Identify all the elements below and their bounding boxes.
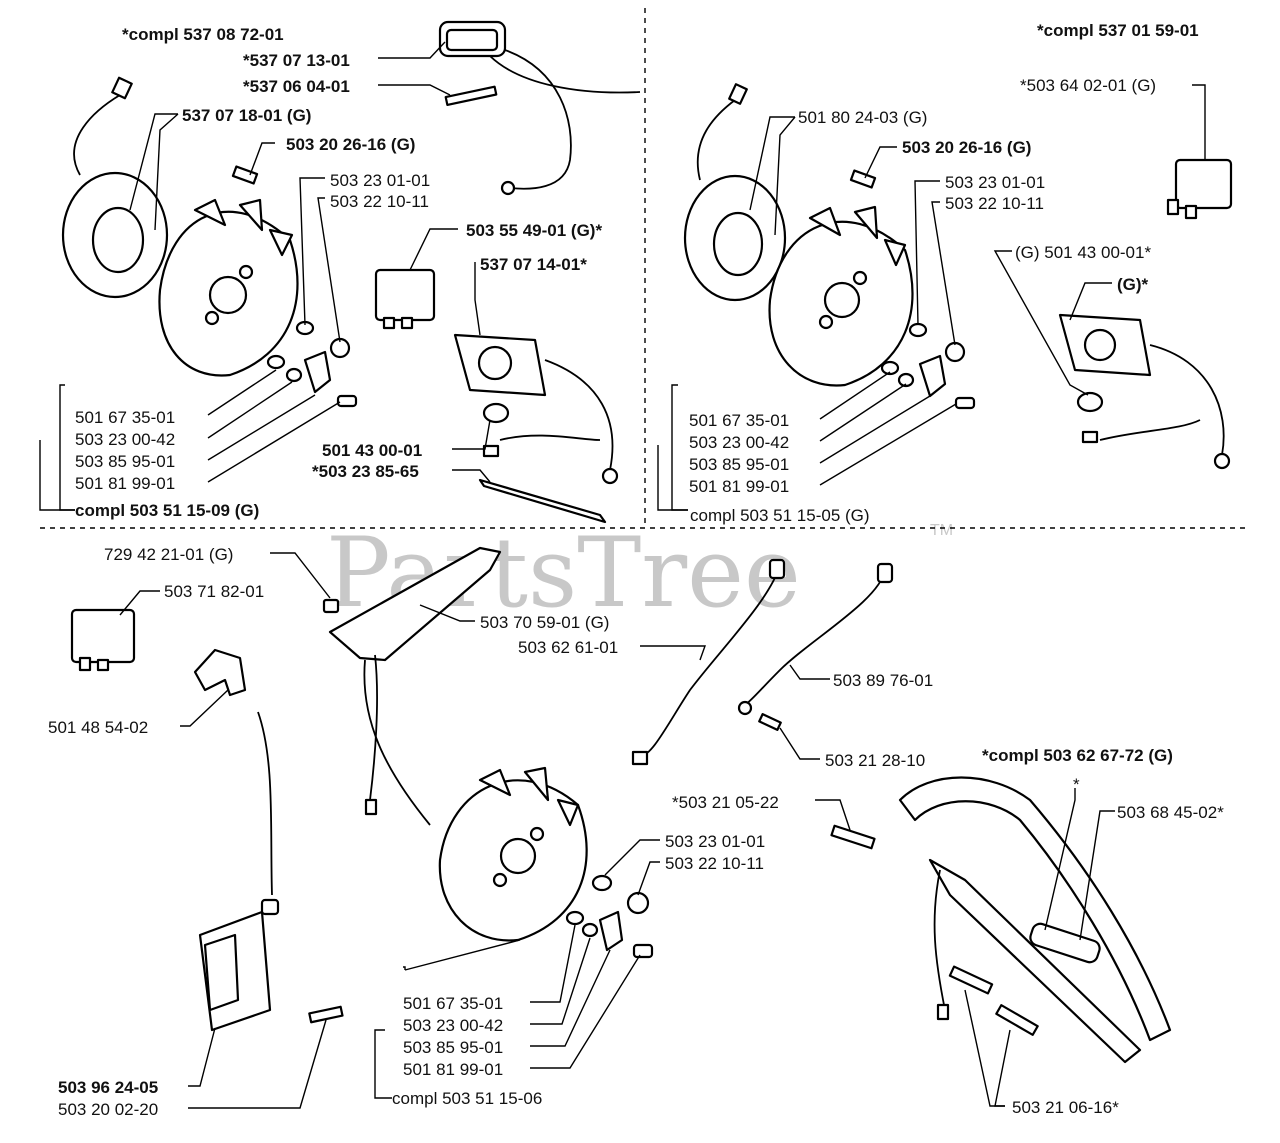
label-501-81-99-c: 501 81 99-01 bbox=[403, 1060, 503, 1079]
section-bottom: 729 42 21-01 (G) 503 71 82-01 503 70 59-… bbox=[48, 545, 1224, 1119]
label-g-star: (G)* bbox=[1117, 275, 1149, 294]
flywheel-top-right bbox=[768, 205, 914, 387]
label-503-64-02: *503 64 02-01 (G) bbox=[1020, 76, 1156, 95]
label-503-68-45: 503 68 45-02* bbox=[1117, 803, 1224, 822]
plate-and-bolt bbox=[322, 546, 502, 826]
label-503-22-10-a: 503 22 10-11 bbox=[330, 192, 429, 211]
label-503-85-95-c: 503 85 95-01 bbox=[403, 1038, 503, 1057]
ignition-module-top-right bbox=[1058, 313, 1231, 470]
label-503-23-00-c: 503 23 00-42 bbox=[403, 1016, 503, 1035]
label-501-80-24: 501 80 24-03 (G) bbox=[798, 108, 927, 127]
label-503-20-02: 503 20 02-20 bbox=[58, 1100, 158, 1119]
ignition-module-bottom bbox=[198, 898, 344, 1032]
label-compl-537-01-59: *compl 537 01 59-01 bbox=[1037, 21, 1199, 40]
label-537-07-14: 537 07 14-01* bbox=[480, 255, 587, 274]
label-503-85-95-a: 503 85 95-01 bbox=[75, 452, 175, 471]
label-503-23-01-a: 503 23 01-01 bbox=[330, 171, 430, 190]
stator-coil-right bbox=[683, 83, 787, 302]
label-star: * bbox=[1073, 775, 1080, 794]
stator-coil bbox=[61, 76, 169, 299]
label-503-71-82: 503 71 82-01 bbox=[164, 582, 264, 601]
hardware-bottom bbox=[565, 874, 654, 959]
label-501-67-35-a: 501 67 35-01 bbox=[75, 408, 175, 427]
ignition-module-small bbox=[438, 20, 641, 196]
section-top-left: *compl 537 08 72-01 *537 07 13-01 *537 0… bbox=[39, 20, 641, 524]
ignition-module-top-left bbox=[453, 333, 619, 524]
label-compl-503-51-15-05: compl 503 51 15-05 (G) bbox=[690, 506, 870, 525]
hardware-top-left bbox=[231, 165, 358, 408]
label-compl-503-51-15-09: compl 503 51 15-09 (G) bbox=[75, 501, 259, 520]
label-503-23-85: *503 23 85-65 bbox=[312, 462, 419, 481]
label-503-85-95-b: 503 85 95-01 bbox=[689, 455, 789, 474]
leaders-bottom bbox=[119, 552, 1115, 1109]
label-503-89-76: 503 89 76-01 bbox=[833, 671, 933, 690]
label-compl-537-08-72: *compl 537 08 72-01 bbox=[122, 25, 284, 44]
label-537-07-13: *537 07 13-01 bbox=[243, 51, 350, 70]
label-503-20-26-a: 503 20 26-16 (G) bbox=[286, 135, 415, 154]
switch-bottom-left bbox=[70, 608, 136, 672]
flywheel-bottom bbox=[438, 766, 588, 942]
label-503-62-61: 503 62 61-01 bbox=[518, 638, 618, 657]
label-501-67-35-b: 501 67 35-01 bbox=[689, 411, 789, 430]
leaders-top-left bbox=[39, 41, 491, 511]
label-501-43-00-a: 501 43 00-01 bbox=[322, 441, 422, 460]
switch-top-left bbox=[374, 268, 436, 330]
section-dividers bbox=[40, 8, 1250, 529]
handle-bar bbox=[830, 776, 1172, 1064]
label-501-67-35-c: 501 67 35-01 bbox=[403, 994, 503, 1013]
label-503-21-05: *503 21 05-22 bbox=[672, 793, 779, 812]
label-501-43-00-b: (G) 501 43 00-01* bbox=[1015, 243, 1151, 262]
ignition-leads bbox=[257, 558, 894, 896]
label-537-06-04: *537 06 04-01 bbox=[243, 77, 350, 96]
label-503-23-01-c: 503 23 01-01 bbox=[665, 832, 765, 851]
label-503-21-06: 503 21 06-16* bbox=[1012, 1098, 1119, 1117]
label-501-48-54: 501 48 54-02 bbox=[48, 718, 148, 737]
label-503-23-01-b: 503 23 01-01 bbox=[945, 173, 1045, 192]
leaders-top-right bbox=[657, 84, 1206, 511]
label-501-81-99-a: 501 81 99-01 bbox=[75, 474, 175, 493]
label-503-21-28: 503 21 28-10 bbox=[825, 751, 925, 770]
label-compl-503-51-15-06: compl 503 51 15-06 bbox=[392, 1089, 542, 1108]
label-503-70-59: 503 70 59-01 (G) bbox=[480, 613, 609, 632]
hardware-top-right bbox=[849, 169, 976, 410]
watermark-trademark: TM bbox=[930, 522, 953, 539]
switch-top-right bbox=[1166, 158, 1233, 220]
section-top-right: *compl 537 01 59-01 *503 64 02-01 (G) 50… bbox=[657, 21, 1233, 525]
label-729-42-21: 729 42 21-01 (G) bbox=[104, 545, 233, 564]
label-503-23-00-b: 503 23 00-42 bbox=[689, 433, 789, 452]
spark-plug-boot bbox=[193, 648, 247, 697]
label-501-81-99-b: 501 81 99-01 bbox=[689, 477, 789, 496]
label-503-55-49: 503 55 49-01 (G)* bbox=[466, 221, 602, 240]
label-503-22-10-c: 503 22 10-11 bbox=[665, 854, 764, 873]
label-503-22-10-b: 503 22 10-11 bbox=[945, 194, 1044, 213]
label-compl-503-62-67: *compl 503 62 67-72 (G) bbox=[982, 746, 1173, 765]
label-503-96-24: 503 96 24-05 bbox=[58, 1078, 158, 1097]
label-537-07-18: 537 07 18-01 (G) bbox=[182, 106, 311, 125]
flywheel-top-left bbox=[158, 198, 299, 377]
label-503-23-00-a: 503 23 00-42 bbox=[75, 430, 175, 449]
label-503-20-26-b: 503 20 26-16 (G) bbox=[902, 138, 1031, 157]
